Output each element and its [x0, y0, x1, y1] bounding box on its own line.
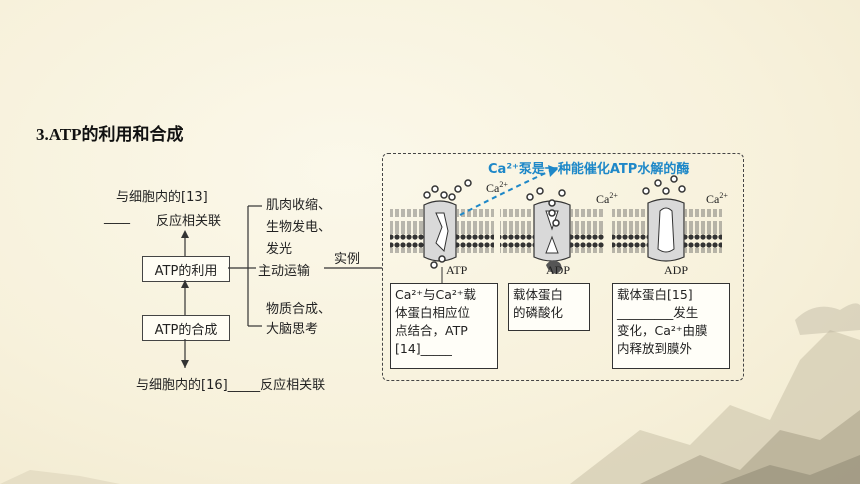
- step3-note: 载体蛋白[15]_________发生 变化，Ca²⁺由膜内释放到膜外: [612, 283, 730, 369]
- adp-label: ADP: [546, 263, 571, 277]
- use-item: 肌肉收缩、: [266, 198, 332, 213]
- atp-label: ATP: [446, 263, 468, 277]
- use-item: 生物发电、: [266, 220, 332, 235]
- enzyme-caption: Ca²⁺泵是一种能催化ATP水解的酶: [488, 162, 690, 177]
- membrane-diagram: [390, 165, 722, 289]
- ca-pump-panel: [382, 153, 744, 381]
- ca-ion-label: Ca2+: [706, 191, 728, 206]
- section-title: 3.ATP的利用和合成: [36, 125, 184, 144]
- atp-use-box: ATP的利用: [142, 256, 230, 282]
- use-item: 大脑思考: [266, 322, 319, 337]
- adp-label: ADP: [664, 263, 689, 277]
- ca-ion-label: Ca2+: [596, 191, 618, 206]
- step1-note: Ca²⁺与Ca²⁺载体蛋白相应位 点结合，ATP[14]_____: [390, 283, 498, 369]
- active-transport-text: 主动运输: [258, 264, 311, 279]
- use-item: 物质合成、: [266, 302, 332, 317]
- top-relation-blank: ____: [104, 210, 130, 225]
- top-relation-text: 与细胞内的[13]: [116, 190, 208, 205]
- top-relation-text-2: 反应相关联: [156, 214, 222, 229]
- ca-ion-label: Ca2+: [486, 180, 508, 195]
- bottom-relation-text: 与细胞内的[16]_____反应相关联: [136, 378, 326, 393]
- atp-synthesis-box: ATP的合成: [142, 315, 230, 341]
- use-item: 发光: [266, 242, 293, 257]
- example-label: 实例: [334, 252, 361, 267]
- step2-note: 载体蛋白的磷酸化: [508, 283, 590, 331]
